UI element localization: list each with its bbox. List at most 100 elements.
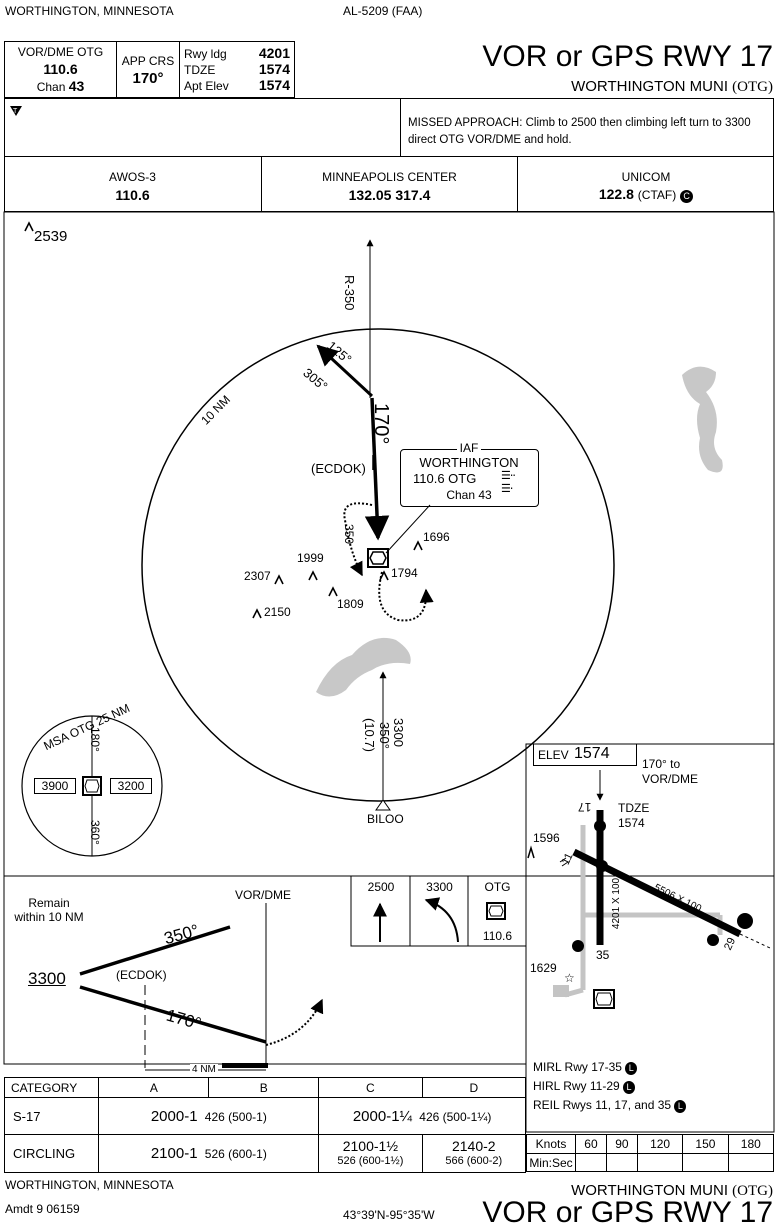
obstacle-1809: 1809 [337,597,364,611]
lighting-note: MIRL Rwy 17-35 L [533,1058,686,1077]
comm-unicom-freq: 122.8 [598,186,634,202]
turn-arrow-icon [424,897,459,943]
light-a-icon [594,820,606,832]
profile-distance: 4 NM [190,1064,218,1075]
timing-time-row: Min:Sec [526,1153,775,1172]
comm-awos-freq: 110.6 [115,187,150,203]
obstacle-icon [252,608,262,619]
cat-b-header: B [208,1077,320,1098]
comms-divider-2 [517,156,518,212]
lighting-note: HIRL Rwy 11-29 L [533,1077,686,1096]
airport-name: WORTHINGTON MUNI [571,78,728,95]
runway-35-label: 35 [596,948,610,962]
iaf-name: WORTHINGTON [419,455,519,470]
obstacle-icon [413,540,423,551]
procedure-turn-track [343,502,373,577]
ctaf-icon: C [680,190,694,203]
time-cell [682,1153,729,1172]
app-crs-label: APP CRS [121,54,175,68]
iaf-leader [385,504,431,554]
chan-label: Chan [36,80,66,94]
circling-ab: 2100-1 526 (600-1) [98,1134,320,1173]
radial-label: R-350 [342,275,357,311]
speed-cell: 60 [575,1134,607,1154]
runway-29-approach-lights [739,933,771,949]
apt-elev-value: 1574 [258,77,290,93]
msa-west-altitude: 3900 [34,778,76,794]
rwy-ldg-value: 4201 [258,45,290,61]
msa-north-radial: 180° [88,727,102,752]
lighting-note: REIL Rwys 11, 17, and 35 L [533,1096,687,1115]
light-v-icon [572,940,584,952]
circling-label: CIRCLING [3,1134,100,1173]
threshold-marks [559,857,569,867]
biloo-altitude: 3300 [391,718,406,747]
profile-missed-track [265,998,324,1046]
ma-vor-icon [486,902,506,920]
ad-obstacle-1596: 1596 [533,831,560,845]
nav-label: VOR/DME OTG [17,45,104,59]
timing-table: Knots 60 90 120 150 180 Min:Sec [526,1134,775,1172]
s17-label: S-17 [3,1097,100,1135]
chart-number: AL-5209 (FAA) [343,4,423,18]
missed-approach-track [378,571,434,622]
obstacle-1999: 1999 [297,551,324,565]
obstacle-icon [308,570,318,581]
ad-obstacle-icon [527,845,535,859]
chan-number: 43 [68,78,85,94]
obstacle-icon [274,574,284,585]
s17-ab: 2000-1 426 (500-1) [98,1097,320,1135]
ctaf-label: (CTAF) [637,188,677,202]
s17-cd: 2000-1¼ 426 (500-1¼) [318,1097,526,1135]
time-cell [727,1153,775,1172]
cat-header: CATEGORY [3,1077,100,1098]
obstacle-icon [328,586,338,597]
obstacle-2150: 2150 [264,605,291,619]
runway-data-box: Rwy ldg 4201 TDZE 1574 Apt Elev 1574 [179,41,295,98]
time-cell [636,1153,684,1172]
tdze-value: 1574 [258,61,290,77]
profile-inbound [79,985,267,1044]
vor-direction-note: 170° to VOR/DME [642,757,699,786]
footer-city-state: WORTHINGTON, MINNESOTA [5,1178,174,1192]
knots-label: Knots [526,1134,576,1154]
lake-south [316,637,411,697]
speed-cell: 120 [636,1134,684,1154]
comm-center-name: MINNEAPOLIS CENTER [322,170,457,184]
coordinates: 43°39'N-95°35'W [343,1208,435,1222]
timing-speed-row: Knots 60 90 120 150 180 [526,1134,775,1154]
comm-unicom-name: UNICOM [621,170,671,184]
missed-approach-text: MISSED APPROACH: Climb to 2500 then clim… [408,117,751,146]
pilot-lighting-icon: L [674,1100,687,1113]
iaf-freq: 110.6 OTG [413,471,477,486]
obstacle-icon [24,221,34,232]
procedure-title: VOR or GPS RWY 17 [482,40,773,73]
footer-airport: WORTHINGTON MUNI (OTG) [571,1182,773,1200]
profile-fix-label: (ECDOK) [116,968,167,982]
time-cell [575,1153,607,1172]
obstacle-1794: 1794 [391,566,418,580]
biloo-fix-icon [375,799,391,811]
ma-altitude-2: 3300 [426,880,453,894]
msa-vor-icon [82,776,102,796]
light-v-icon [596,860,608,872]
ad-tdze-label: TDZE [618,801,650,815]
speed-cell: 180 [727,1134,775,1154]
notes-divider [400,98,401,157]
rwy-ldg-label: Rwy ldg [184,47,227,61]
non-standard-takeoff-icon: T [10,106,22,116]
profile-outbound [79,925,231,976]
obstacle-1696: 1696 [423,530,450,544]
footer-airport-id: (OTG) [732,1183,773,1199]
biloo-distance: (10.7) [362,718,377,752]
lake-east [682,366,723,473]
amendment: Amdt 9 06159 [5,1202,80,1216]
range-ring [141,328,615,802]
footer-airport-name: WORTHINGTON MUNI [571,1182,728,1199]
pilot-lighting-icon: L [625,1062,638,1075]
pilot-lighting-icon: L [623,1081,636,1094]
final-course-label: 170° [370,403,392,445]
nav-freq: 110.6 [43,61,78,77]
